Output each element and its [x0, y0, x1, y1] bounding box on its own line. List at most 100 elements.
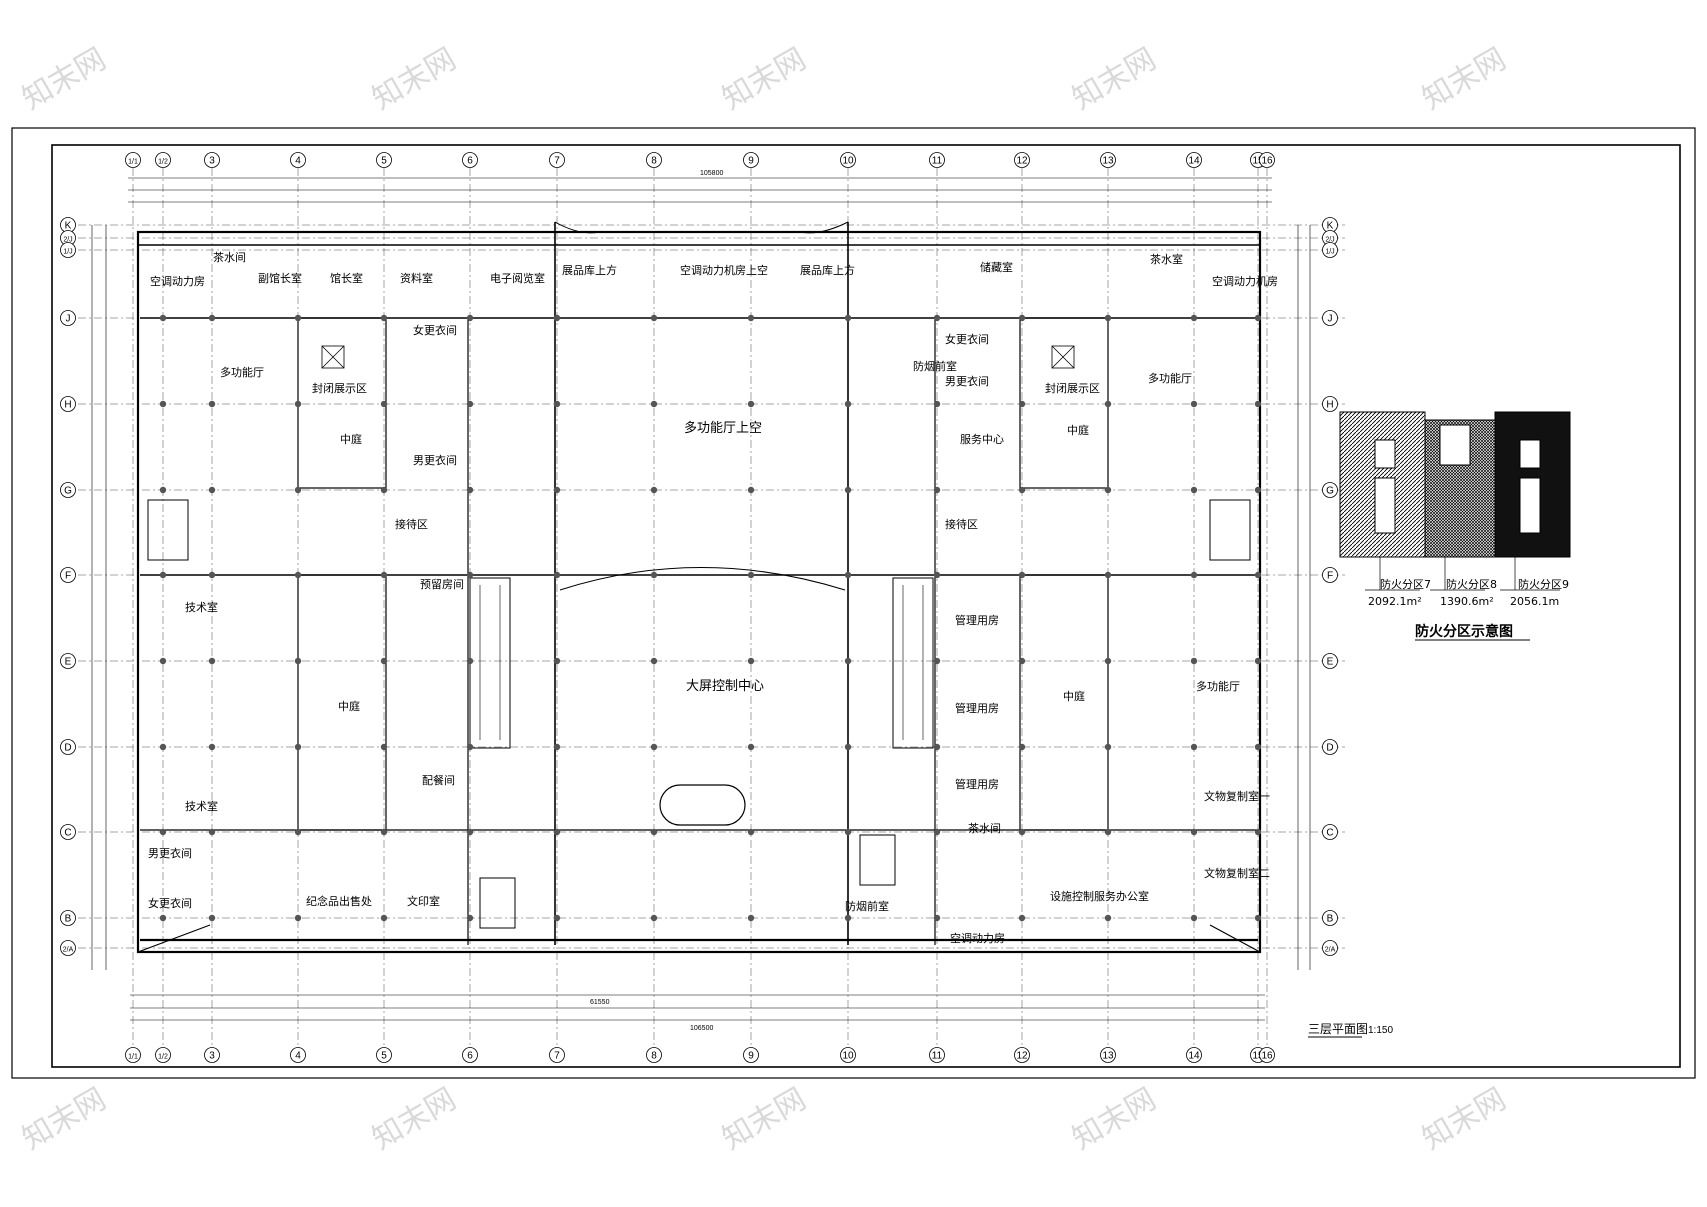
structural-column — [1190, 400, 1198, 408]
axis-label: D — [1326, 743, 1333, 754]
structural-column — [747, 657, 755, 665]
watermark: 知末网 — [1417, 1082, 1512, 1157]
room-label: 管理用房 — [955, 777, 999, 791]
room-label: 空调动力机房 — [1212, 274, 1278, 288]
structural-column — [466, 400, 474, 408]
axis-label: 15 — [1252, 156, 1264, 167]
structural-column — [650, 486, 658, 494]
axis-bubble-column: 11 — [929, 1047, 945, 1063]
axis-label: J — [66, 314, 71, 325]
sub-dimension-bottom: 61550 — [590, 999, 610, 1006]
axis-label: 3 — [209, 1051, 215, 1062]
room-label: 空调动力房 — [950, 931, 1005, 945]
structural-column — [208, 486, 216, 494]
axis-label: G — [1326, 486, 1334, 497]
axis-label: C — [1326, 828, 1333, 839]
axis-bubble-column: 7 — [549, 1047, 565, 1063]
structural-column — [553, 743, 561, 751]
dimension-lines — [91, 177, 1311, 1021]
axis-label: 6 — [467, 1051, 473, 1062]
room-label: 防烟前室 — [845, 899, 889, 913]
axis-label: 16 — [1261, 1051, 1273, 1062]
axis-label: 5 — [381, 156, 387, 167]
axis-label: 1/2 — [158, 159, 168, 166]
structural-column — [844, 914, 852, 922]
structural-column — [1190, 743, 1198, 751]
axis-label: B — [1327, 914, 1334, 925]
structural-column — [1018, 571, 1026, 579]
structural-column — [747, 400, 755, 408]
structural-column — [933, 571, 941, 579]
room-label: 预留房间 — [420, 578, 464, 591]
axis-bubble-row: 2/A — [1322, 940, 1338, 956]
axis-label: 4 — [295, 156, 301, 167]
structural-column — [208, 914, 216, 922]
structural-column — [208, 828, 216, 836]
overall-dimension-bottom: 106500 — [690, 1025, 713, 1032]
structural-column — [650, 657, 658, 665]
axis-label: 1/J — [63, 249, 72, 256]
structural-column — [1190, 571, 1198, 579]
sculpture-symbols — [321, 345, 1075, 369]
axis-label: 8 — [651, 1051, 657, 1062]
structural-column — [650, 314, 658, 322]
structural-column — [466, 914, 474, 922]
axis-label: 1/2 — [158, 1054, 168, 1061]
axis-label: 8 — [651, 156, 657, 167]
watermark: 知末网 — [1067, 1082, 1162, 1157]
watermark: 知末网 — [367, 42, 462, 117]
structural-column — [933, 657, 941, 665]
structural-column — [553, 314, 561, 322]
structural-column — [1254, 314, 1262, 322]
axis-label: D — [64, 743, 71, 754]
axis-bubble-row: F — [60, 567, 76, 583]
room-label: 茶水间 — [968, 822, 1001, 835]
structural-column — [747, 486, 755, 494]
structural-column — [933, 743, 941, 751]
structural-column — [208, 400, 216, 408]
axis-bubble-row: B — [1322, 910, 1338, 926]
structural-column — [933, 314, 941, 322]
drawing-scale: 1:150 — [1368, 1025, 1393, 1036]
axis-bubble-column: 14 — [1186, 152, 1202, 168]
axis-bubbles: 1/11/11/21/23344556677889910101111121213… — [60, 152, 1338, 1063]
room-label: 女更衣间 — [413, 323, 457, 337]
axis-bubble-column: 3 — [204, 1047, 220, 1063]
structural-column — [159, 828, 167, 836]
structural-column — [466, 828, 474, 836]
axis-label: K — [1327, 221, 1334, 232]
structural-column — [933, 828, 941, 836]
axis-bubble-column: 6 — [462, 152, 478, 168]
room-label: 接待区 — [945, 517, 978, 531]
axis-bubble-row: E — [60, 653, 76, 669]
axis-bubble-row: H — [1322, 396, 1338, 412]
axis-label: F — [65, 571, 71, 582]
axis-bubble-column: 16 — [1259, 1047, 1275, 1063]
inner-frame — [51, 144, 1681, 1068]
structural-column — [294, 914, 302, 922]
structural-column — [466, 657, 474, 665]
structural-column — [1254, 400, 1262, 408]
structural-column — [933, 914, 941, 922]
legend-detail — [1374, 477, 1396, 534]
room-label: 管理用房 — [955, 613, 999, 627]
structural-column — [466, 314, 474, 322]
structural-column — [933, 400, 941, 408]
legend-title: 防火分区示意图 — [1415, 623, 1513, 640]
axis-label: 5 — [381, 1051, 387, 1062]
axis-label: G — [64, 486, 72, 497]
structural-column — [1254, 828, 1262, 836]
axis-bubble-row: B — [60, 910, 76, 926]
structural-column — [844, 828, 852, 836]
room-label: 中庭 — [338, 699, 360, 713]
axis-label: 2/A — [1325, 947, 1336, 954]
structural-column — [1104, 657, 1112, 665]
room-label: 中庭 — [1067, 423, 1089, 437]
structural-columns — [159, 314, 1262, 922]
structural-column — [294, 571, 302, 579]
axis-label: 10 — [842, 156, 854, 167]
axis-bubble-column: 8 — [646, 152, 662, 168]
structural-column — [747, 314, 755, 322]
structural-column — [1190, 314, 1198, 322]
structural-column — [933, 486, 941, 494]
